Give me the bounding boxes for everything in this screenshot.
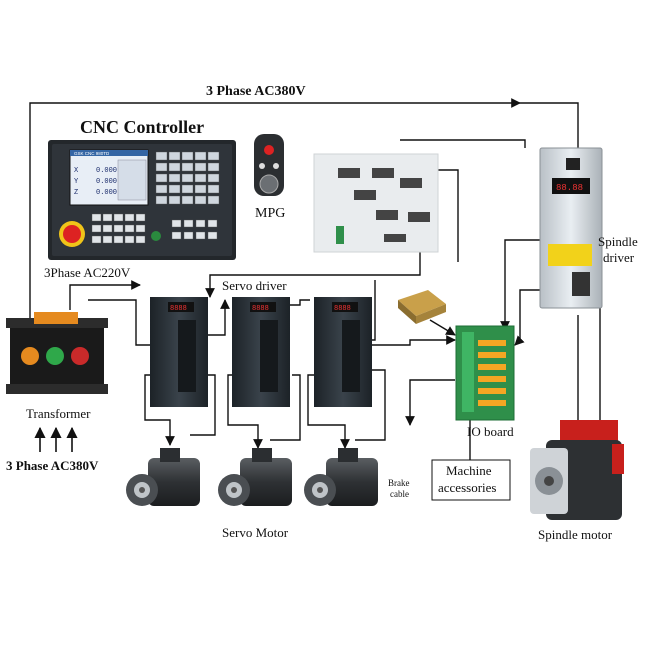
cnc-controller-label: CNC Controller bbox=[80, 117, 205, 137]
driver2-to-motor-b bbox=[270, 374, 301, 441]
driver3-to-motor bbox=[307, 374, 350, 449]
servo-driver-1: 8888 bbox=[150, 297, 208, 407]
interface-to-spindle-drv bbox=[430, 169, 459, 262]
ac220-feed bbox=[69, 280, 141, 310]
cnc-axis-x: X bbox=[74, 167, 79, 175]
transformer-label: Transformer bbox=[26, 406, 91, 421]
cnc-value-z: 0.000 bbox=[96, 189, 117, 197]
servo-motor-label: Servo Motor bbox=[222, 525, 289, 540]
wiring bbox=[29, 98, 601, 460]
spindle-motor bbox=[530, 420, 624, 520]
spindle-driver-display: 88.88 bbox=[556, 183, 583, 193]
mpg-label: MPG bbox=[255, 206, 286, 221]
spindle-driver-label-1: Spindle bbox=[598, 234, 638, 249]
psu-to-io bbox=[429, 319, 456, 336]
mpg-handwheel bbox=[254, 134, 284, 196]
cnc-axis-y: Y bbox=[74, 178, 79, 186]
io-to-brake bbox=[405, 379, 455, 426]
servo-1-display: 8888 bbox=[170, 305, 187, 313]
transformer bbox=[6, 312, 108, 394]
cnc-screen-header: GSK CNC 980TD bbox=[74, 151, 110, 156]
servo-driver-label: Servo driver bbox=[222, 278, 287, 293]
driver1-to-motor-b bbox=[190, 374, 216, 436]
cnc-value-y: 0.000 bbox=[96, 178, 117, 186]
spindle-driver: 88.88 bbox=[539, 147, 603, 309]
brake-cable-label-1: Brake bbox=[388, 478, 410, 488]
servo-driver-2: 8888 bbox=[232, 297, 290, 407]
interface-board bbox=[313, 153, 439, 253]
brake-cable-label-2: cable bbox=[390, 489, 409, 499]
transformer-to-servo bbox=[88, 299, 161, 350]
servo-motor-2 bbox=[218, 448, 292, 506]
controller-to-interface bbox=[400, 139, 526, 148]
machine-accessories-label-2: accessories bbox=[438, 480, 497, 495]
servo-3-display: 8888 bbox=[334, 305, 351, 313]
driver1-to-motor bbox=[144, 374, 175, 446]
servo-motor-1 bbox=[126, 448, 200, 506]
cnc-axis-z: Z bbox=[74, 189, 78, 197]
machine-accessories-box bbox=[431, 459, 511, 501]
cnc-value-x: 0.000 bbox=[96, 167, 117, 175]
io-board-label: IO board bbox=[467, 424, 514, 439]
io-board bbox=[455, 325, 515, 421]
power-bus-to-spindle-driver bbox=[520, 102, 579, 148]
transformer-input-arrows bbox=[34, 426, 78, 452]
power-button-icon bbox=[151, 231, 161, 241]
power-bus-top bbox=[29, 98, 521, 320]
top-power-label: 3 Phase AC380V bbox=[206, 84, 306, 99]
ac220v-label: 3Phase AC220V bbox=[44, 265, 131, 280]
spindle-motor-label: Spindle motor bbox=[538, 527, 613, 542]
servo-2-display: 8888 bbox=[252, 305, 269, 313]
servo-driver-3: 8888 bbox=[314, 297, 372, 407]
spindle-driver-label-2: driver bbox=[603, 250, 635, 265]
power-supply-unit bbox=[398, 290, 446, 324]
cnc-keypad bbox=[155, 151, 220, 205]
bottom-power-label: 3 Phase AC380V bbox=[6, 458, 99, 473]
driver-to-io bbox=[360, 335, 456, 346]
servo-chain-2 bbox=[290, 299, 310, 306]
cnc-controller: GSK CNC 980TD X Y Z 0.000 0.000 0.000 bbox=[48, 140, 236, 260]
driver3-to-motor-b bbox=[355, 369, 386, 441]
interface-to-servo-bus bbox=[205, 240, 421, 298]
driver2-to-motor bbox=[227, 374, 263, 449]
machine-accessories-label-1: Machine bbox=[446, 463, 492, 478]
spindle-driver-to-motor-b bbox=[595, 299, 601, 420]
servo-motor-3 bbox=[304, 448, 378, 506]
